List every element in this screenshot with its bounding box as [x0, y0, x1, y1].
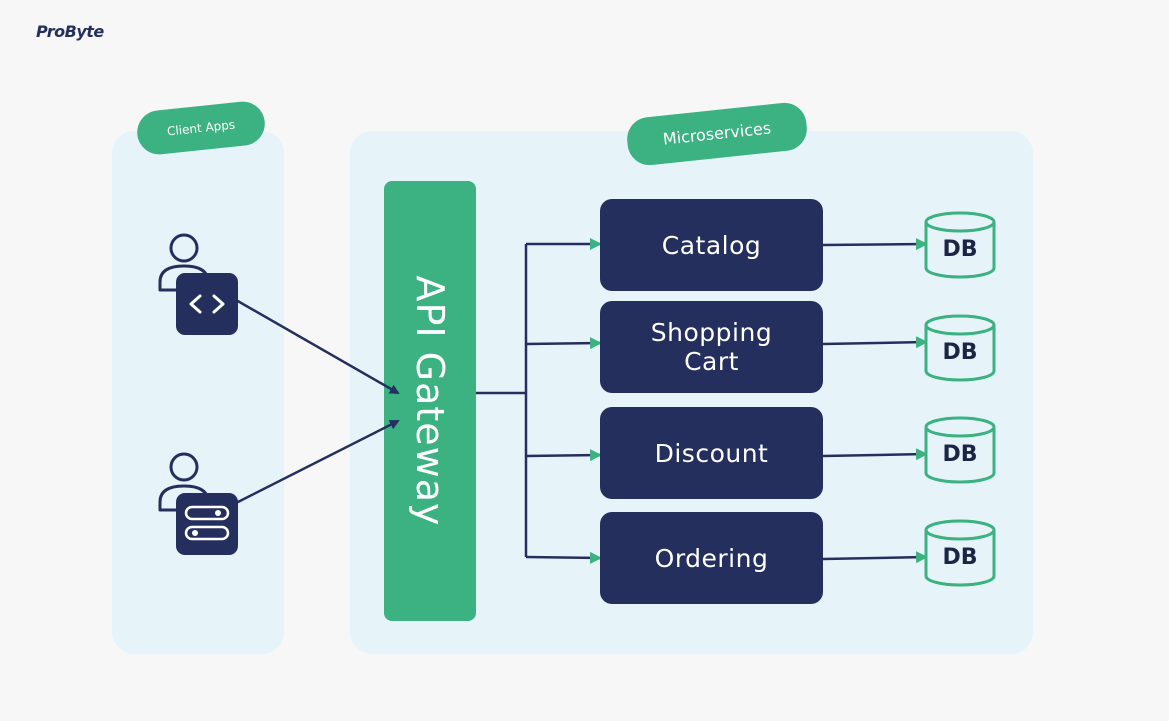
- to-ordering-arrow: [525, 551, 602, 564]
- to-cart-arrow: [525, 337, 602, 350]
- db-label: DB: [942, 545, 978, 570]
- to-discount-arrow: [525, 449, 602, 462]
- db-label: DB: [942, 237, 978, 262]
- ordering-to-db-arrow: [822, 551, 928, 564]
- cart-to-db-arrow: [822, 336, 928, 349]
- db-label: DB: [942, 340, 978, 365]
- service-shopping-cart-label: Shopping Cart: [650, 318, 773, 376]
- discount-to-db-arrow: [822, 448, 928, 461]
- db-label: DB: [942, 442, 978, 467]
- service-ordering: Ordering: [600, 512, 823, 604]
- database-cylinder-icon: [924, 211, 996, 279]
- service-shopping-cart: Shopping Cart: [600, 301, 823, 393]
- service-discount: Discount: [600, 407, 823, 499]
- database-cylinder-icon: [924, 416, 996, 484]
- client-apps-panel: [112, 131, 284, 654]
- database-cylinder-icon: [924, 314, 996, 382]
- api-gateway: API Gateway: [384, 181, 476, 621]
- catalog-to-db-arrow: [822, 238, 928, 251]
- service-catalog-label: Catalog: [661, 230, 762, 260]
- service-ordering-label: Ordering: [654, 543, 769, 573]
- user-code-icon: [158, 233, 238, 335]
- service-discount-label: Discount: [654, 438, 769, 468]
- client2-to-gateway-arrow: [235, 419, 400, 505]
- database-cylinder-icon: [924, 519, 996, 587]
- client1-to-gateway-arrow: [235, 298, 400, 395]
- brand-logo: ProByte: [36, 22, 104, 41]
- user-server-icon: [158, 452, 238, 555]
- service-catalog: Catalog: [600, 199, 823, 291]
